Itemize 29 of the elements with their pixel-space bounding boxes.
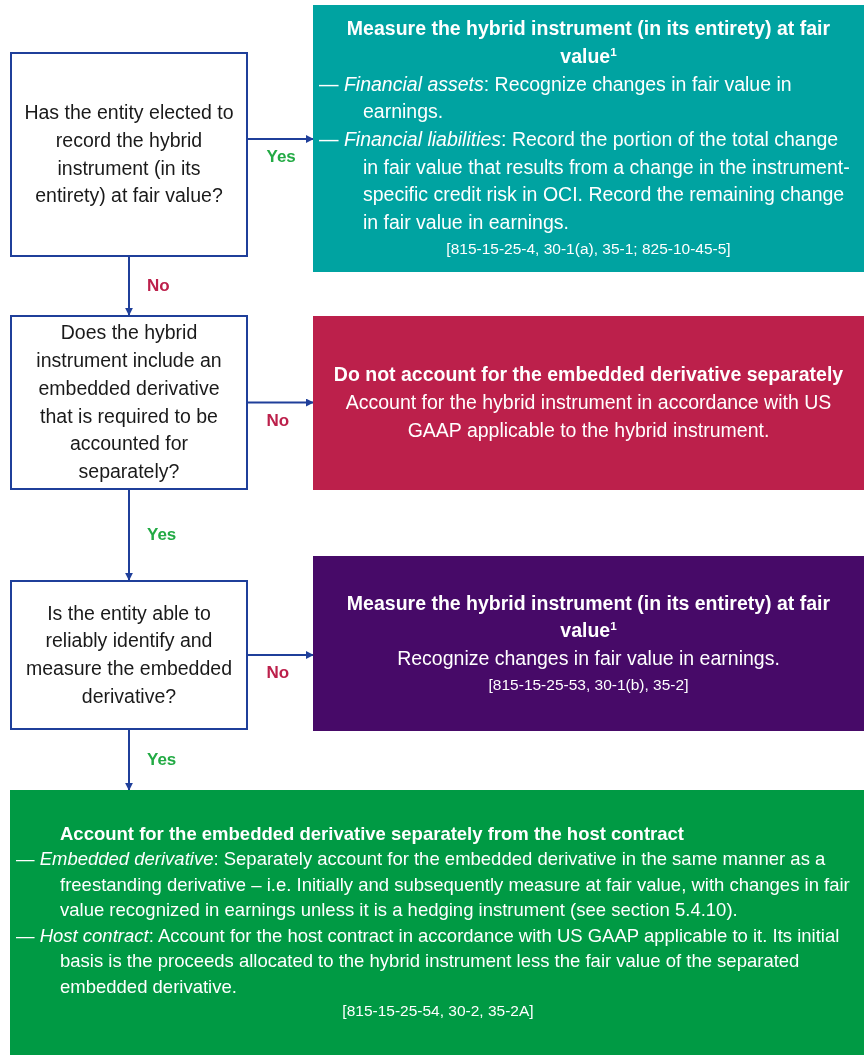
decision-box [10,580,248,730]
box-heading: Measure the hybrid instrument (in its entirety) at fair value$^{1}$ [345,16,832,70]
arrow [125,489,133,581]
outcome-box [313,5,864,272]
arrow [247,398,314,407]
bullet-item: — Embedded derivative: Separately account for the embedded derivative in the same manner as a freestanding derivative – i.e. Initially and subsequently measure at fair value, with changes in fair value recognized in earnings unless it is a hedging instrument (see section 5.4.10). [16,847,851,923]
reference-text: [815-15-25-53, 30-1(b), 35-2] [487,674,690,695]
bullet-item: — Financial assets: Recognize changes in fair value in earnings. [319,71,793,125]
reference-text: [815-15-25-54, 30-2, 35-2A] [341,1001,535,1022]
question-text: Does the hybrid instrument include an embedded derivative that is required to be accounted for separately? [35,320,223,484]
bullet-item: — Host contract: Account for the host contract in accordance with US GAAP applicable to it. Its initial basis is the proceeds allocated to the hybrid instrument less the fair value of the separated embedded derivative. [16,923,841,999]
question-text: Has the entity elected to record the hybrid instrument (in its entirety) at fair value? [23,100,235,209]
outcome-box [10,790,864,1055]
arrow [247,651,314,659]
outcome-box [313,316,864,490]
reference-text: [815-15-25-4, 30-1(a), 35-1; 825-10-45-5] [445,238,732,259]
body-text: Account for the hybrid instrument in accordance with US GAAP applicable to the hybrid instrument. [344,390,833,443]
arrow [125,256,133,316]
box-heading: Do not account for the embedded derivative separately [332,362,845,388]
outcome-box [313,556,864,731]
bullet-item: — Financial liabilities: Record the portion of the total change in fair value that results from a change in the instrument-specific credit risk in OCI. Record the remaining change in fair value in earnings. [319,127,851,236]
box-heading: Account for the embedded derivative separately from the host contract [59,821,685,846]
question-text: Is the entity able to reliably identify and measure the embedded derivative? [25,600,233,709]
decision-box [10,315,248,490]
arrow [247,135,314,143]
box-heading: Measure the hybrid instrument (in its entirety) at fair value$^{1}$ [345,590,832,644]
body-text: Recognize changes in fair value in earnings. [396,645,781,671]
arrow [125,729,133,791]
decision-box [10,52,248,257]
